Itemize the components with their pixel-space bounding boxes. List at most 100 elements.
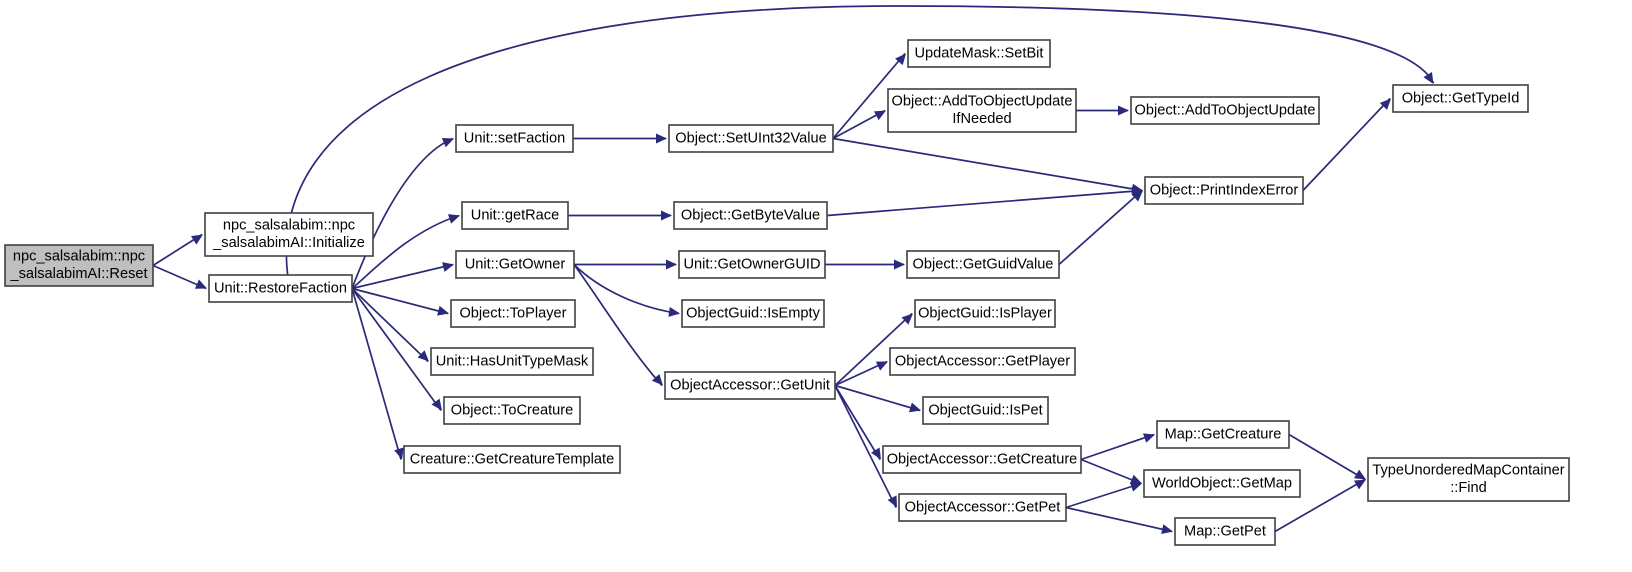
node-box[interactable] <box>906 250 1060 279</box>
node-label: Unit::HasUnitTypeMask <box>436 353 589 369</box>
node-box[interactable] <box>430 347 594 376</box>
node-box[interactable] <box>455 124 574 153</box>
edge-setfaction-to-setuint32value <box>573 133 667 144</box>
node-getcreaturetemplate[interactable]: Creature::GetCreatureTemplate <box>403 445 621 474</box>
edge-getrace-to-getbytevalue <box>568 210 672 221</box>
edge-arrowhead <box>873 110 886 121</box>
edge-line <box>1080 458 1142 485</box>
node-isplayer[interactable]: ObjectGuid::IsPlayer <box>914 299 1056 328</box>
node-isempty[interactable]: ObjectGuid::IsEmpty <box>681 299 825 328</box>
node-box[interactable] <box>208 274 353 303</box>
node-label: IfNeeded <box>952 111 1011 127</box>
node-label: ObjectAccessor::GetUnit <box>670 377 830 393</box>
node-box[interactable] <box>455 250 575 279</box>
edge-getpet_acc-to-worldobjectgetmap <box>1065 482 1142 509</box>
node-box[interactable] <box>1156 420 1290 449</box>
node-box[interactable] <box>1130 96 1320 125</box>
node-mapgetcreature[interactable]: Map::GetCreature <box>1156 420 1290 449</box>
node-getplayer[interactable]: ObjectAccessor::GetPlayer <box>889 347 1076 376</box>
edge-line <box>1080 433 1155 461</box>
node-label: Unit::GetOwnerGUID <box>683 256 820 272</box>
node-updatemasksetbit[interactable]: UpdateMask::SetBit <box>907 39 1051 68</box>
node-box[interactable] <box>914 299 1056 328</box>
edge-restorefaction-to-toplayer <box>351 287 449 316</box>
node-getguidvalue[interactable]: Object::GetGuidValue <box>906 250 1060 279</box>
edge-getowner-to-getownerguid <box>574 259 677 270</box>
node-box[interactable] <box>204 212 374 257</box>
node-hasunittypemask[interactable]: Unit::HasUnitTypeMask <box>430 347 594 376</box>
node-addtoobjectupdate[interactable]: Object::AddToObjectUpdate <box>1130 96 1320 125</box>
node-getowner[interactable]: Unit::GetOwner <box>455 250 575 279</box>
node-box[interactable] <box>681 299 825 328</box>
node-box[interactable] <box>4 244 154 287</box>
edge-getguidvalue-to-printindexerror <box>1058 189 1143 266</box>
node-label: Creature::GetCreatureTemplate <box>410 451 614 467</box>
edge-getpet_acc-to-mapgetpet <box>1065 506 1173 534</box>
edge-arrowhead <box>651 373 663 386</box>
node-box[interactable] <box>668 124 834 153</box>
node-getrace[interactable]: Unit::getRace <box>461 201 569 230</box>
node-ispet[interactable]: ObjectGuid::IsPet <box>922 396 1049 425</box>
edge-line <box>832 137 1143 192</box>
node-box[interactable] <box>443 396 581 425</box>
node-typeunorderedmapcontainerfind[interactable]: TypeUnorderedMapContainer::Find <box>1367 457 1570 502</box>
node-getbytevalue[interactable]: Object::GetByteValue <box>673 201 828 230</box>
node-box[interactable] <box>461 201 569 230</box>
node-toplayer[interactable]: Object::ToPlayer <box>450 299 576 328</box>
node-getownerguid[interactable]: Unit::GetOwnerGUID <box>678 250 826 279</box>
node-box[interactable] <box>882 445 1082 474</box>
node-worldobjectgetmap[interactable]: WorldObject::GetMap <box>1143 469 1301 498</box>
node-box[interactable] <box>1144 176 1304 205</box>
node-getcreature_acc[interactable]: ObjectAccessor::GetCreature <box>882 445 1082 474</box>
edge-arrowhead <box>1129 474 1142 485</box>
edge-line <box>351 137 454 289</box>
node-label: ObjectAccessor::GetPlayer <box>895 353 1070 369</box>
node-box[interactable] <box>450 299 576 328</box>
node-initialize[interactable]: npc_salsalabim::npc_salsalabimAI::Initia… <box>204 212 374 257</box>
node-box[interactable] <box>1143 469 1301 498</box>
node-mapgetpet[interactable]: Map::GetPet <box>1174 517 1276 546</box>
node-box[interactable] <box>898 493 1067 522</box>
edge-line <box>1274 478 1366 533</box>
node-setuint32value[interactable]: Object::SetUInt32Value <box>668 124 834 153</box>
node-getpet_acc[interactable]: ObjectAccessor::GetPet <box>898 493 1067 522</box>
node-box[interactable] <box>1392 84 1529 113</box>
node-setfaction[interactable]: Unit::setFaction <box>455 124 574 153</box>
node-box[interactable] <box>887 88 1077 133</box>
edge-getunit-to-getcreature_acc <box>834 385 881 460</box>
edge-line <box>826 189 1143 217</box>
node-tocreature[interactable]: Object::ToCreature <box>443 396 581 425</box>
edge-arrowhead <box>656 133 667 144</box>
node-box[interactable] <box>403 445 621 474</box>
node-box[interactable] <box>678 250 826 279</box>
edges-layer <box>152 5 1435 534</box>
edge-arrowhead <box>1131 190 1143 202</box>
edge-line <box>1288 433 1366 481</box>
node-label: Map::GetCreature <box>1165 426 1282 442</box>
edge-line <box>351 287 442 412</box>
edge-arrowhead <box>1118 105 1129 116</box>
edge-arrowhead <box>887 495 897 508</box>
node-gettypeid[interactable]: Object::GetTypeId <box>1392 84 1529 113</box>
edge-arrowhead <box>191 234 203 245</box>
node-box[interactable] <box>664 371 836 400</box>
node-restorefaction[interactable]: Unit::RestoreFaction <box>208 274 353 303</box>
edge-restorefaction-to-getrace <box>351 214 460 290</box>
node-box[interactable] <box>1174 517 1276 546</box>
node-reset[interactable]: npc_salsalabim::npc_salsalabimAI::Reset <box>4 244 154 287</box>
node-box[interactable] <box>889 347 1076 376</box>
node-label: Object::GetGuidValue <box>913 256 1054 272</box>
node-box[interactable] <box>922 396 1049 425</box>
node-box[interactable] <box>1367 457 1570 502</box>
node-box[interactable] <box>673 201 828 230</box>
node-printindexerror[interactable]: Object::PrintIndexError <box>1144 176 1304 205</box>
edge-arrowhead <box>661 210 672 221</box>
edge-arrowhead <box>447 214 460 224</box>
node-box[interactable] <box>907 39 1051 68</box>
edge-arrowhead <box>1379 98 1391 110</box>
node-getunit[interactable]: ObjectAccessor::GetUnit <box>664 371 836 400</box>
node-label: Unit::RestoreFaction <box>214 280 347 296</box>
edge-arrowhead <box>1142 433 1155 443</box>
edge-arrowhead <box>417 350 429 362</box>
